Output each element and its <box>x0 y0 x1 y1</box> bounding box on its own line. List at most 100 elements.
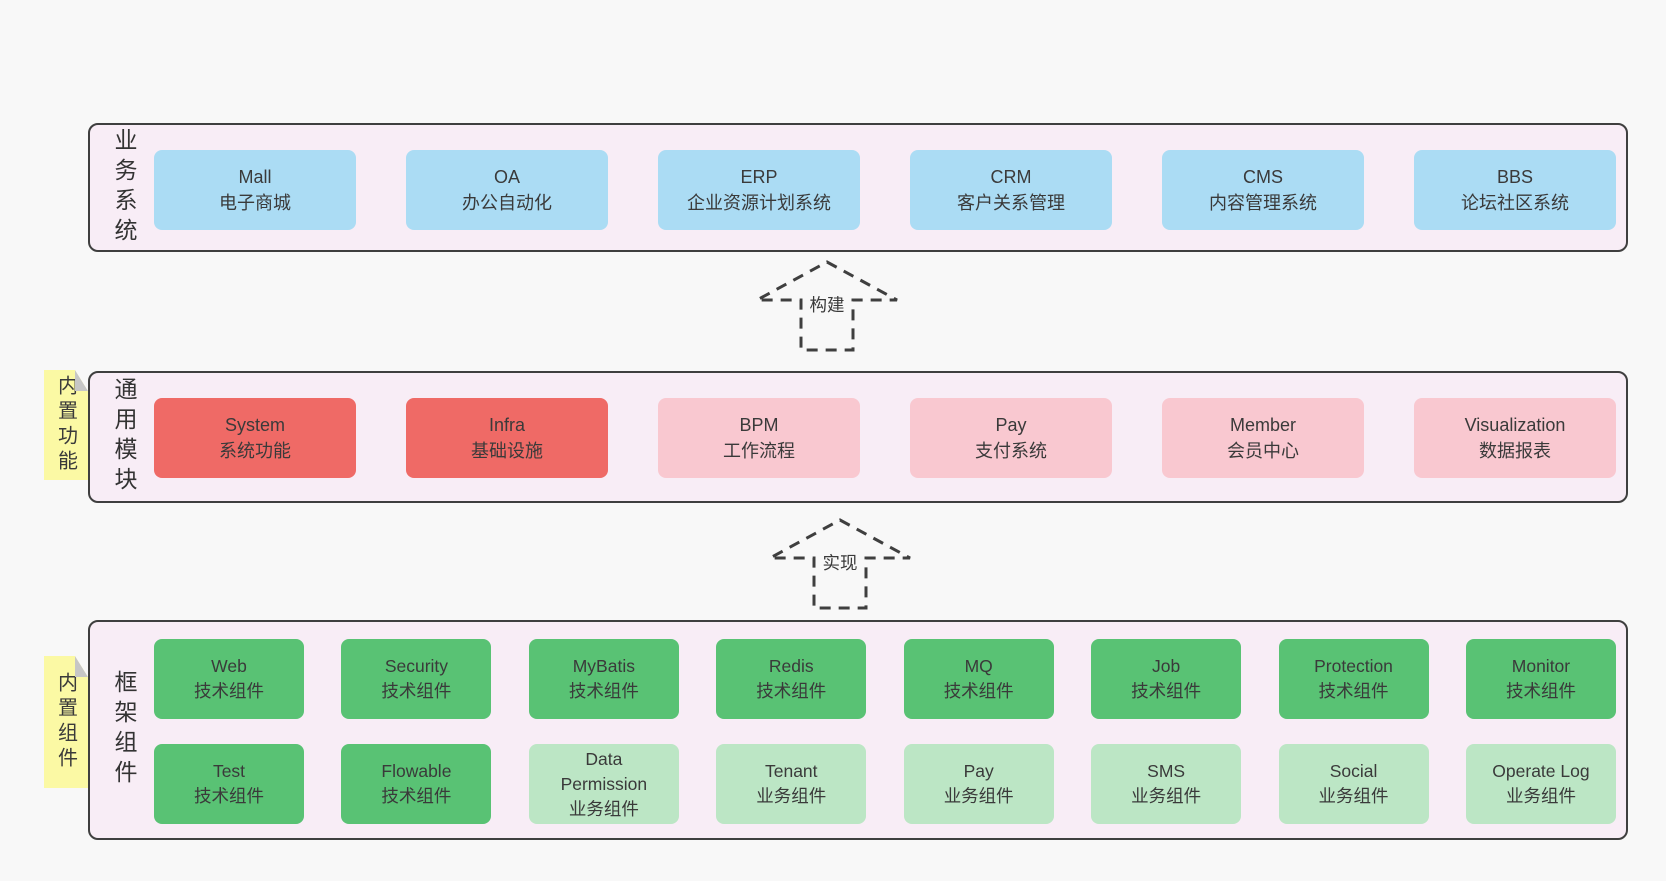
box-mq: MQ 技术组件 <box>903 639 1054 719</box>
box-title: Data Permission <box>560 748 648 794</box>
box-title: MQ <box>964 656 993 676</box>
sticky-note-builtin-features: 内置功能 <box>44 370 88 480</box>
box-title: Member <box>1229 415 1296 435</box>
arrow-build: 构建 <box>755 260 899 352</box>
box-protection: Protection 技术组件 <box>1278 639 1429 719</box>
box-visualization: Visualization 数据报表 <box>1414 398 1616 478</box>
arrow-implement: 实现 <box>768 518 912 610</box>
box-subtitle: 技术组件 <box>1505 681 1576 701</box>
box-subtitle: 支付系统 <box>975 441 1047 461</box>
dashed-up-arrow-icon <box>769 518 911 610</box>
box-subtitle: 技术组件 <box>943 681 1014 701</box>
box-subtitle: 企业资源计划系统 <box>687 193 831 213</box>
box-title: Monitor <box>1511 656 1571 676</box>
box-title: Tenant <box>764 761 818 781</box>
box-subtitle: 数据报表 <box>1479 441 1551 461</box>
box-subtitle: 业务组件 <box>756 786 827 806</box>
box-subtitle: 会员中心 <box>1227 441 1299 461</box>
box-subtitle: 电子商城 <box>219 193 291 213</box>
box-title: Redis <box>768 656 814 676</box>
arrow-label: 实现 <box>819 549 861 576</box>
box-subtitle: 技术组件 <box>194 681 264 701</box>
box-subtitle: 技术组件 <box>756 681 827 701</box>
layer-title-modules: 通用模块 <box>111 377 137 497</box>
framework-components-layer: 框架组件 Web 技术组件 Security 技术组件 MyBatis 技术组件… <box>88 620 1628 840</box>
box-tenant: Tenant 业务组件 <box>716 744 867 824</box>
folded-corner-icon <box>75 370 88 391</box>
box-operate-log: Operate Log 业务组件 <box>1465 744 1616 824</box>
box-title: Mall <box>238 167 272 187</box>
box-cms: CMS 内容管理系统 <box>1162 150 1364 230</box>
box-security: Security 技术组件 <box>341 639 492 719</box>
box-title: BPM <box>739 415 779 435</box>
box-subtitle: 业务组件 <box>943 786 1014 806</box>
box-subtitle: 工作流程 <box>723 441 795 461</box>
box-system: System 系统功能 <box>154 398 356 478</box>
box-infra: Infra 基础设施 <box>406 398 608 478</box>
box-title: MyBatis <box>572 656 635 676</box>
box-social: Social 业务组件 <box>1278 744 1429 824</box>
box-pay-component: Pay 业务组件 <box>903 744 1054 824</box>
box-title: Test <box>212 761 246 781</box>
box-title: Protection <box>1314 656 1393 676</box>
box-title: CRM <box>990 167 1032 187</box>
components-box-row-1: Web 技术组件 Security 技术组件 MyBatis 技术组件 Redi… <box>154 639 1616 719</box>
box-title: SMS <box>1147 761 1186 781</box>
box-redis: Redis 技术组件 <box>716 639 867 719</box>
box-title: Visualization <box>1464 415 1566 435</box>
box-data-permission: Data Permission 业务组件 <box>528 744 679 824</box>
box-title: OA <box>493 167 520 187</box>
modules-box-row: System 系统功能 Infra 基础设施 BPM 工作流程 Pay 支付系统… <box>154 398 1616 478</box>
box-subtitle: 技术组件 <box>1131 681 1202 701</box>
box-subtitle: 技术组件 <box>568 681 639 701</box>
business-systems-layer: 业务系统 Mall 电子商城 OA 办公自动化 ERP 企业资源计划系统 CRM… <box>88 123 1628 252</box>
box-pay-module: Pay 支付系统 <box>910 398 1112 478</box>
components-box-row-2: Test 技术组件 Flowable 技术组件 Data Permission … <box>154 744 1616 824</box>
box-crm: CRM 客户关系管理 <box>910 150 1112 230</box>
box-subtitle: 论坛社区系统 <box>1461 193 1569 213</box>
sticky-note-builtin-components: 内置组件 <box>44 656 88 788</box>
box-title: Social <box>1329 761 1378 781</box>
dashed-up-arrow-icon <box>756 260 898 352</box>
box-job: Job 技术组件 <box>1091 639 1242 719</box>
box-subtitle: 技术组件 <box>1318 681 1389 701</box>
box-title: System <box>224 415 285 435</box>
box-subtitle: 业务组件 <box>1318 786 1389 806</box>
sticky-label: 内置组件 <box>54 672 77 772</box>
box-test: Test 技术组件 <box>154 744 304 824</box>
arrow-label: 构建 <box>806 291 848 318</box>
box-title: Infra <box>488 415 526 435</box>
box-web: Web 技术组件 <box>154 639 304 719</box>
box-title: ERP <box>740 167 778 187</box>
box-bpm: BPM 工作流程 <box>658 398 860 478</box>
box-subtitle: 业务组件 <box>1131 786 1202 806</box>
box-title: CMS <box>1243 167 1283 187</box>
box-subtitle: 技术组件 <box>381 681 452 701</box>
box-title: Pay <box>963 761 994 781</box>
box-title: Operate Log <box>1492 761 1590 781</box>
box-subtitle: 基础设施 <box>471 441 543 461</box>
folded-corner-icon <box>75 656 88 677</box>
box-mall: Mall 电子商城 <box>154 150 356 230</box>
box-title: Pay <box>995 415 1027 435</box>
business-box-row: Mall 电子商城 OA 办公自动化 ERP 企业资源计划系统 CRM 客户关系… <box>154 150 1616 230</box>
box-title: Web <box>211 656 247 676</box>
layer-title-components: 框架组件 <box>111 670 137 790</box>
box-mybatis: MyBatis 技术组件 <box>528 639 679 719</box>
box-subtitle: 业务组件 <box>1505 786 1576 806</box>
box-title: BBS <box>1496 167 1534 187</box>
layer-title-business: 业务系统 <box>111 127 137 248</box>
box-subtitle: 系统功能 <box>219 441 291 461</box>
box-subtitle: 业务组件 <box>568 798 639 819</box>
box-member: Member 会员中心 <box>1162 398 1364 478</box>
box-title: Security <box>384 656 449 676</box>
common-modules-layer: 通用模块 System 系统功能 Infra 基础设施 BPM 工作流程 Pay… <box>88 371 1628 503</box>
box-bbs: BBS 论坛社区系统 <box>1414 150 1616 230</box>
box-subtitle: 内容管理系统 <box>1209 193 1317 213</box>
box-monitor: Monitor 技术组件 <box>1465 639 1616 719</box>
box-subtitle: 客户关系管理 <box>957 193 1065 213</box>
box-subtitle: 技术组件 <box>381 786 452 806</box>
box-title: Flowable <box>381 761 452 781</box>
box-erp: ERP 企业资源计划系统 <box>658 150 860 230</box>
